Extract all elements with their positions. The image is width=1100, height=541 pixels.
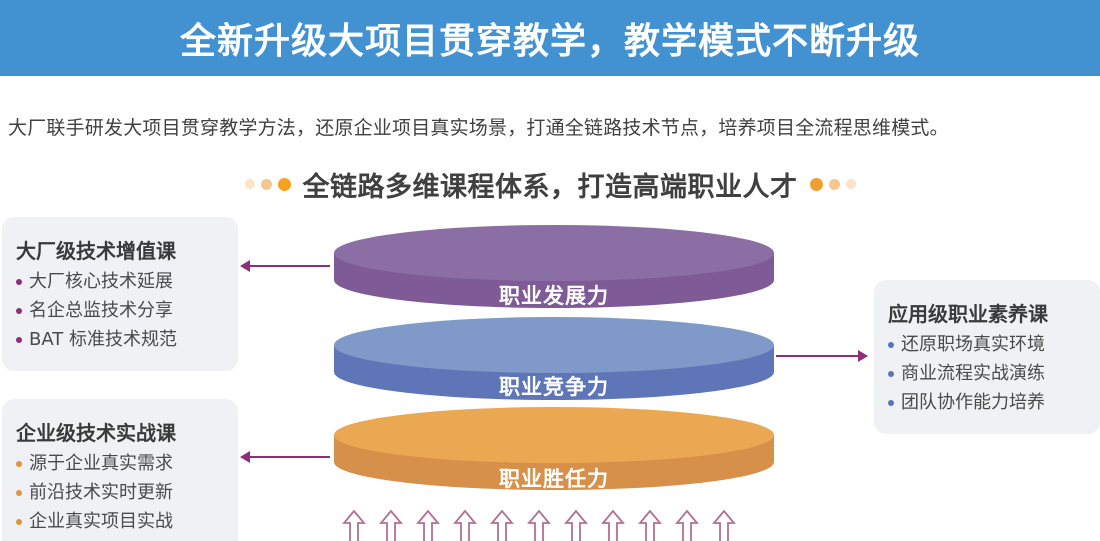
disk-shape-icon (334, 225, 774, 308)
up-arrow-icon (342, 508, 366, 541)
dot-icon (277, 177, 291, 191)
disk-career-competitiveness: 职业竞争力 (333, 314, 775, 406)
bullet-icon (16, 460, 22, 467)
bullet-icon (888, 341, 894, 348)
up-arrow-icon (601, 508, 625, 541)
arrow-left-bottom-line (248, 456, 330, 458)
card-title: 大厂级技术增值课 (16, 239, 176, 263)
bullet-icon (888, 370, 894, 377)
arrow-left-icon (240, 260, 250, 272)
disk-label: 职业胜任力 (499, 467, 609, 491)
disk-shape-icon (334, 407, 774, 490)
card-big-tech-course: 大厂级技术增值课 大厂核心技术延展 名企总监技术分享 BAT 标准技术规范 (2, 217, 238, 371)
arrow-left-icon (240, 451, 250, 463)
arrow-left-top-line (248, 265, 330, 267)
list-item: 源于企业真实需求 (16, 449, 224, 478)
list-item: 名企总监技术分享 (16, 296, 224, 325)
up-arrow-icon (453, 508, 477, 541)
intro-text: 大厂联手研发大项目贯穿教学方法，还原企业项目真实场景，打通全链路技术节点，培养项… (8, 117, 949, 139)
header-banner: 全新升级大项目贯穿教学，教学模式不断升级 (0, 0, 1100, 76)
list-item: 还原职场真实环境 (888, 330, 1086, 359)
dots-right-decoration (809, 177, 856, 191)
subtitle-row: 全链路多维课程体系，打造高端职业人才 (0, 164, 1100, 204)
bullet-icon (16, 278, 22, 285)
list-item: 企业真实项目实战 (16, 507, 224, 536)
dot-icon (244, 179, 255, 189)
up-arrow-icon (379, 508, 403, 541)
disk-career-competence: 职业胜任力 (333, 404, 775, 496)
dot-icon (828, 178, 840, 190)
list-item: 商业流程实战演练 (888, 359, 1086, 388)
bullet-icon (16, 518, 22, 525)
up-arrow-icon (638, 508, 662, 541)
bullet-icon (16, 307, 22, 314)
dot-icon (809, 177, 823, 191)
list-item: 前沿技术实时更新 (16, 478, 224, 507)
list-item: BAT 标准技术规范 (16, 325, 224, 354)
list-item: 大厂核心技术延展 (16, 267, 224, 296)
up-arrow-icon (527, 508, 551, 541)
up-arrow-icon (675, 508, 699, 541)
up-arrow-icon (564, 508, 588, 541)
up-arrow-icon (490, 508, 514, 541)
dot-icon (260, 178, 272, 190)
page-title: 全新升级大项目贯穿教学，教学模式不断升级 (179, 21, 920, 62)
disk-label: 职业竞争力 (499, 375, 609, 399)
arrow-right-icon (858, 350, 868, 362)
up-arrows-row (342, 508, 736, 541)
disk-label: 职业发展力 (499, 284, 609, 308)
bullet-icon (16, 489, 22, 496)
card-professional-course: 应用级职业素养课 还原职场真实环境 商业流程实战演练 团队协作能力培养 (874, 280, 1100, 434)
dot-icon (845, 179, 856, 189)
up-arrow-icon (712, 508, 736, 541)
arrow-right-line (776, 355, 860, 357)
bullet-icon (888, 399, 894, 406)
disk-career-development: 职业发展力 (333, 222, 775, 314)
card-title: 应用级职业素养课 (888, 302, 1048, 326)
dots-left-decoration (244, 177, 291, 191)
up-arrow-icon (416, 508, 440, 541)
list-item: 团队协作能力培养 (888, 388, 1086, 417)
bullet-icon (16, 336, 22, 343)
card-enterprise-course: 企业级技术实战课 源于企业真实需求 前沿技术实时更新 企业真实项目实战 (2, 399, 238, 541)
card-title: 企业级技术实战课 (16, 421, 176, 445)
section-subtitle: 全链路多维课程体系，打造高端职业人才 (302, 171, 798, 203)
disk-shape-icon (334, 317, 774, 400)
